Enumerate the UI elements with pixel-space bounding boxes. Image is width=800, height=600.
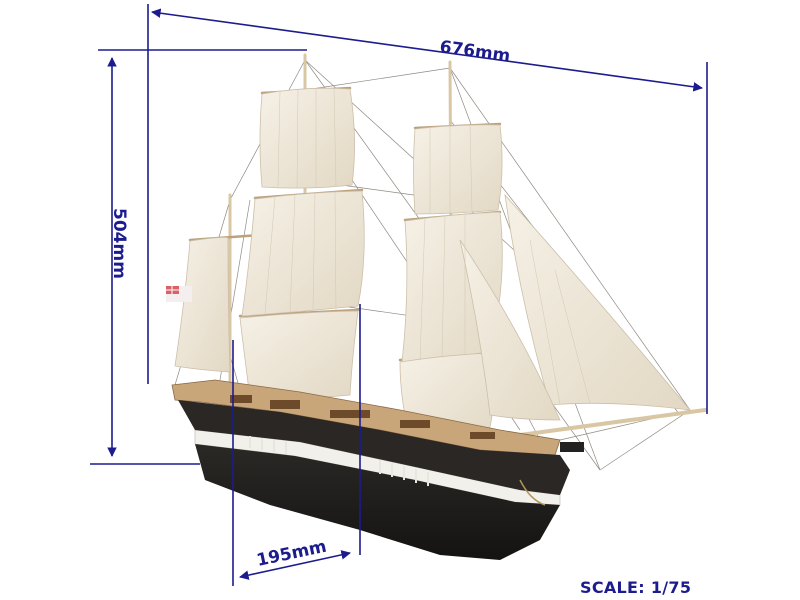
hull-upper — [178, 400, 570, 495]
ship-model — [166, 53, 707, 560]
spanker-sail — [174, 237, 231, 373]
bowsprit — [518, 408, 707, 437]
bowsprit-cap — [560, 442, 584, 452]
hull-stripes — [249, 436, 429, 486]
fore-topsail — [413, 124, 503, 215]
ensign-flag — [166, 286, 192, 302]
height-label: 504mm — [109, 208, 129, 279]
fore-staysail — [459, 239, 561, 421]
length-arrow — [151, 8, 703, 92]
dimension-lines — [90, 4, 708, 586]
sails — [174, 87, 691, 446]
deck-details — [230, 395, 495, 439]
scale-label: SCALE: 1/75 — [580, 578, 692, 597]
main-topgallant — [241, 190, 365, 317]
hull-lower — [195, 444, 560, 560]
sail-seams — [264, 88, 591, 405]
beam-arrow — [239, 550, 351, 580]
main-course — [239, 310, 359, 399]
main-topsail — [259, 87, 355, 189]
anchor-chain — [519, 479, 546, 506]
